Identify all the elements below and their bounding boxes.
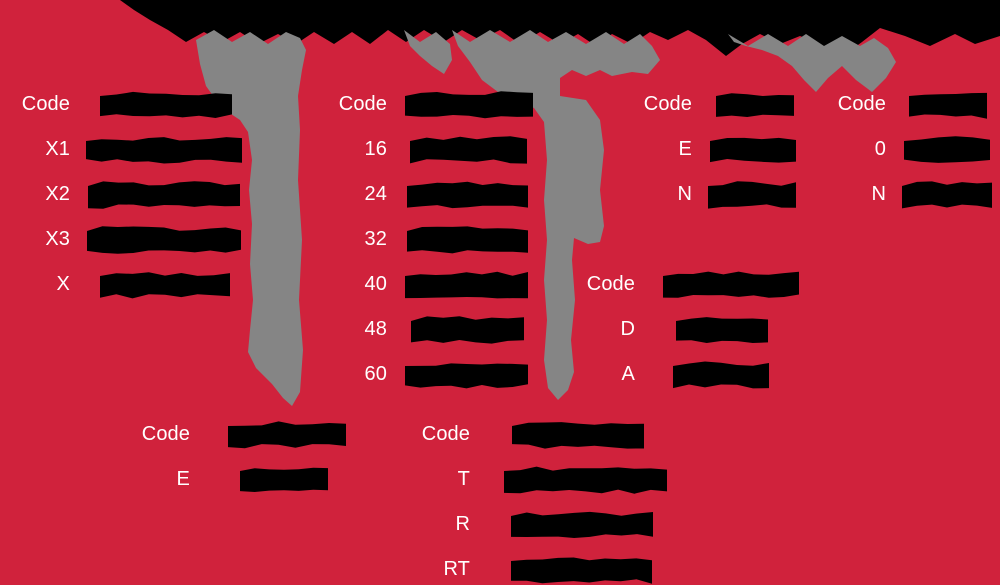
redaction-bar: [663, 270, 799, 300]
redaction-bar: [504, 465, 667, 495]
redaction-bar: [902, 180, 992, 210]
row-code-label: RT: [443, 558, 470, 580]
redaction-bar: [88, 180, 240, 210]
row-code-label: E: [176, 468, 190, 490]
row-code-label: 24: [364, 183, 387, 205]
row-code-label: D: [620, 318, 635, 340]
row-code-label: X3: [45, 228, 70, 250]
grey-strip-left: [196, 30, 306, 406]
redaction-bar: [673, 360, 769, 390]
redaction-bar: [716, 90, 794, 120]
redaction-bar: [240, 465, 328, 495]
black-torn-shape: [120, 0, 1000, 58]
redaction-bar: [676, 315, 768, 345]
row-code-label: 16: [364, 138, 387, 160]
redaction-bar: [407, 225, 528, 255]
row-code-label: 32: [364, 228, 387, 250]
grey-sliver-far-left: [404, 30, 452, 74]
row-code-label: A: [621, 363, 635, 385]
redaction-bar: [100, 90, 232, 120]
row-code-label: N: [677, 183, 692, 205]
column-header-label: Code: [421, 423, 470, 445]
redaction-bar: [405, 90, 533, 120]
column-header-label: Code: [21, 93, 70, 115]
row-code-label: E: [678, 138, 692, 160]
redaction-bar: [904, 135, 990, 165]
redaction-bar: [708, 180, 796, 210]
row-code-label: T: [457, 468, 470, 490]
redaction-bar: [228, 420, 346, 450]
redaction-bar: [909, 90, 987, 120]
redaction-bar: [511, 510, 653, 540]
redaction-bar: [100, 270, 230, 300]
redaction-bar: [405, 360, 528, 390]
row-code-label: X: [56, 273, 70, 295]
row-code-label: 48: [364, 318, 387, 340]
row-code-label: 40: [364, 273, 387, 295]
row-code-label: 60: [364, 363, 387, 385]
redaction-bar: [407, 180, 528, 210]
redaction-bar: [86, 135, 242, 165]
row-code-label: 0: [874, 138, 886, 160]
redaction-bar: [512, 420, 644, 450]
redaction-bar: [87, 225, 241, 255]
column-header-label: Code: [338, 93, 387, 115]
redaction-bar: [511, 555, 652, 585]
column-header-label: Code: [837, 93, 886, 115]
redaction-bar: [411, 315, 524, 345]
row-code-label: N: [871, 183, 886, 205]
redaction-bar: [710, 135, 796, 165]
row-code-label: X2: [45, 183, 70, 205]
column-header-label: Code: [586, 273, 635, 295]
row-code-label: R: [455, 513, 470, 535]
redaction-bar: [405, 270, 528, 300]
redaction-bar: [410, 135, 527, 165]
column-header-label: Code: [643, 93, 692, 115]
row-code-label: X1: [45, 138, 70, 160]
column-header-label: Code: [141, 423, 190, 445]
